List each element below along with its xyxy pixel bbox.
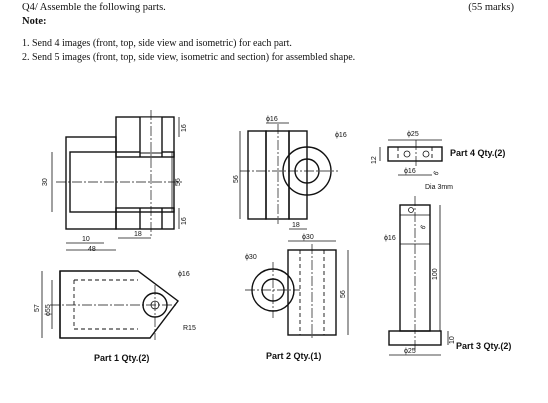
part2-front-view: ϕ16 ϕ16 56 18 — [233, 116, 347, 230]
part2-dim-phi30a: ϕ30 — [302, 234, 314, 241]
note-heading: Note: — [22, 16, 47, 27]
part1-dim-r15: R15 — [183, 325, 196, 332]
part3-dim-phi25: ϕ25 — [404, 348, 416, 355]
part3-dim-6: 6 — [420, 224, 428, 231]
part4-label: Part 4 Qty.(2) — [450, 148, 505, 158]
part2-dim-phi16b: ϕ16 — [335, 132, 347, 139]
part1-front-view: 30 56 16 16 10 18 48 — [42, 110, 188, 253]
part1-dim-48: 48 — [88, 246, 96, 253]
part1-dim-30: 30 — [42, 178, 49, 186]
part1-dim-56: 56 — [175, 178, 182, 186]
part3-dim-10: 10 — [449, 336, 456, 344]
part3-label: Part 3 Qty.(2) — [456, 341, 511, 351]
part2-dim-56b: 56 — [340, 290, 347, 298]
part1-dim-16b: 16 — [181, 217, 188, 225]
part3-dim-phi16: ϕ16 — [384, 235, 396, 242]
part2-side-view: ϕ30 ϕ30 56 Part 2 Qty.(1) — [245, 234, 349, 361]
part1-dim-18: 18 — [134, 231, 142, 238]
part2-dim-56a: 56 — [233, 175, 240, 183]
part1-top-view: 57 ϕ55 ϕ16 R15 Part 1 Qty.(2) — [34, 270, 196, 363]
part3-dim-100: 100 — [432, 268, 439, 280]
part4-dim-12: 12 — [371, 156, 378, 164]
part3-dim-dia3: Dia 3mm — [425, 184, 453, 191]
part3-views: Dia 3mm ϕ16 6 100 ϕ25 10 Part 3 Qty.(2) — [384, 184, 511, 356]
part2-dim-phi30b: ϕ30 — [245, 254, 257, 261]
part1-dim-phi16: ϕ16 — [178, 271, 190, 278]
part4-dim-phi25: ϕ25 — [407, 131, 419, 138]
instruction-1: 1. Send 4 images (front, top, side view … — [22, 38, 292, 49]
part2-label: Part 2 Qty.(1) — [266, 351, 321, 361]
part1-dim-10: 10 — [82, 236, 90, 243]
question-title: Q4/ Assemble the following parts. — [22, 2, 166, 13]
part4-views: ϕ25 12 ϕ16 6 Part 4 Qty.(2) — [371, 131, 505, 177]
part2-dim-18: 18 — [292, 222, 300, 229]
part1-label: Part 1 Qty.(2) — [94, 353, 149, 363]
marks-label: (55 marks) — [468, 2, 514, 13]
part2-dim-phi16a: ϕ16 — [266, 116, 278, 123]
part4-dim-6: 6 — [433, 170, 441, 177]
part1-dim-55: ϕ55 — [45, 304, 52, 316]
instruction-2: 2. Send 5 images (front, top, side view,… — [22, 52, 356, 63]
part4-dim-phi16: ϕ16 — [404, 168, 416, 175]
part1-dim-57: 57 — [34, 304, 41, 312]
part1-dim-16a: 16 — [181, 124, 188, 132]
